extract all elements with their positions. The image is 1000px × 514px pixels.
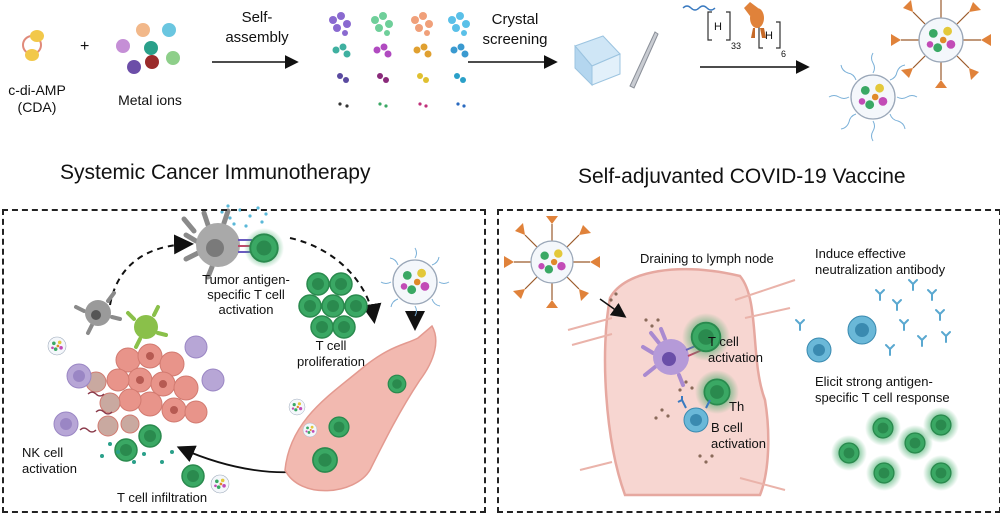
proliferation-arrow (289, 237, 382, 324)
peg-nanoparticle-injected-icon (380, 247, 450, 317)
th-label: Th (729, 399, 745, 414)
proliferation-label: T cell proliferation (297, 338, 365, 369)
tumor-activation-label: Tumor antigen- specific T cell activatio… (202, 272, 290, 317)
spike-protein-icon (744, 2, 766, 38)
crystal-screening-label: Crystal screening (482, 11, 548, 48)
crystal-needle-icon (629, 31, 659, 89)
antibodies-icon (795, 279, 951, 356)
infiltration-label: T cell infiltration (117, 490, 208, 505)
peg-h-label-1: H (714, 21, 722, 33)
neutralization-label: Induce effective neutralization antibody (815, 246, 946, 277)
left-panel (2, 209, 486, 513)
metal-ions-label: Metal ions (118, 92, 182, 108)
lymphatic-vessels-icon (567, 279, 796, 491)
vaccine-particle-icon (504, 216, 600, 308)
th-cell-icon (695, 370, 739, 414)
metal-ions-icon (116, 23, 180, 74)
subscript-33: 33 (731, 41, 742, 51)
antigen-dots-icon (609, 292, 714, 464)
cytokine-release-icon (100, 442, 174, 464)
spike-nanoparticle-icon (891, 0, 991, 88)
draining-label: Draining to lymph node (640, 251, 774, 266)
nk-activation-label: NK cell activation (22, 445, 77, 476)
nk-cell-icon (126, 305, 168, 349)
peg-linker-icon (682, 5, 716, 11)
b-cell-icon (677, 396, 711, 433)
purple-cells-icon (53, 335, 225, 437)
right-panel-title: Self-adjuvanted COVID-19 Vaccine (578, 165, 906, 188)
plus-sign: + (80, 38, 90, 55)
activated-t-cell-icon (244, 228, 284, 268)
peg-nanoparticle-icon (828, 52, 918, 142)
dendritic-cell-icon (181, 208, 240, 280)
plasma-b-cells-icon (806, 315, 877, 363)
crystal-cube-icon (574, 35, 621, 87)
dna-fragments-icon (79, 391, 113, 433)
tumor-cell-nuclei (136, 352, 178, 414)
t-activation-label: T cell activation (708, 334, 763, 365)
cda-molecule-icon (22, 30, 44, 61)
t-response-label: Elicit strong antigen- specific T cell r… (815, 374, 950, 405)
self-assembly-label: Self- assembly (225, 9, 289, 46)
immature-dendritic-cell-icon (74, 291, 122, 335)
responding-t-cells-icon (831, 407, 959, 491)
b-activation-label: B cell activation (711, 420, 766, 451)
lymph-dendritic-cell-icon (641, 327, 689, 387)
lymph-t-cell-icon (682, 313, 730, 361)
crystal-library-icon (329, 12, 470, 108)
drainage-arrow (599, 298, 627, 318)
subscript-6: 6 (781, 49, 787, 59)
left-panel-title: Systemic Cancer Immunotherapy (60, 161, 371, 184)
peg-h-label-2: H (765, 30, 773, 42)
cda-label: c-di-AMP (CDA) (8, 82, 66, 115)
